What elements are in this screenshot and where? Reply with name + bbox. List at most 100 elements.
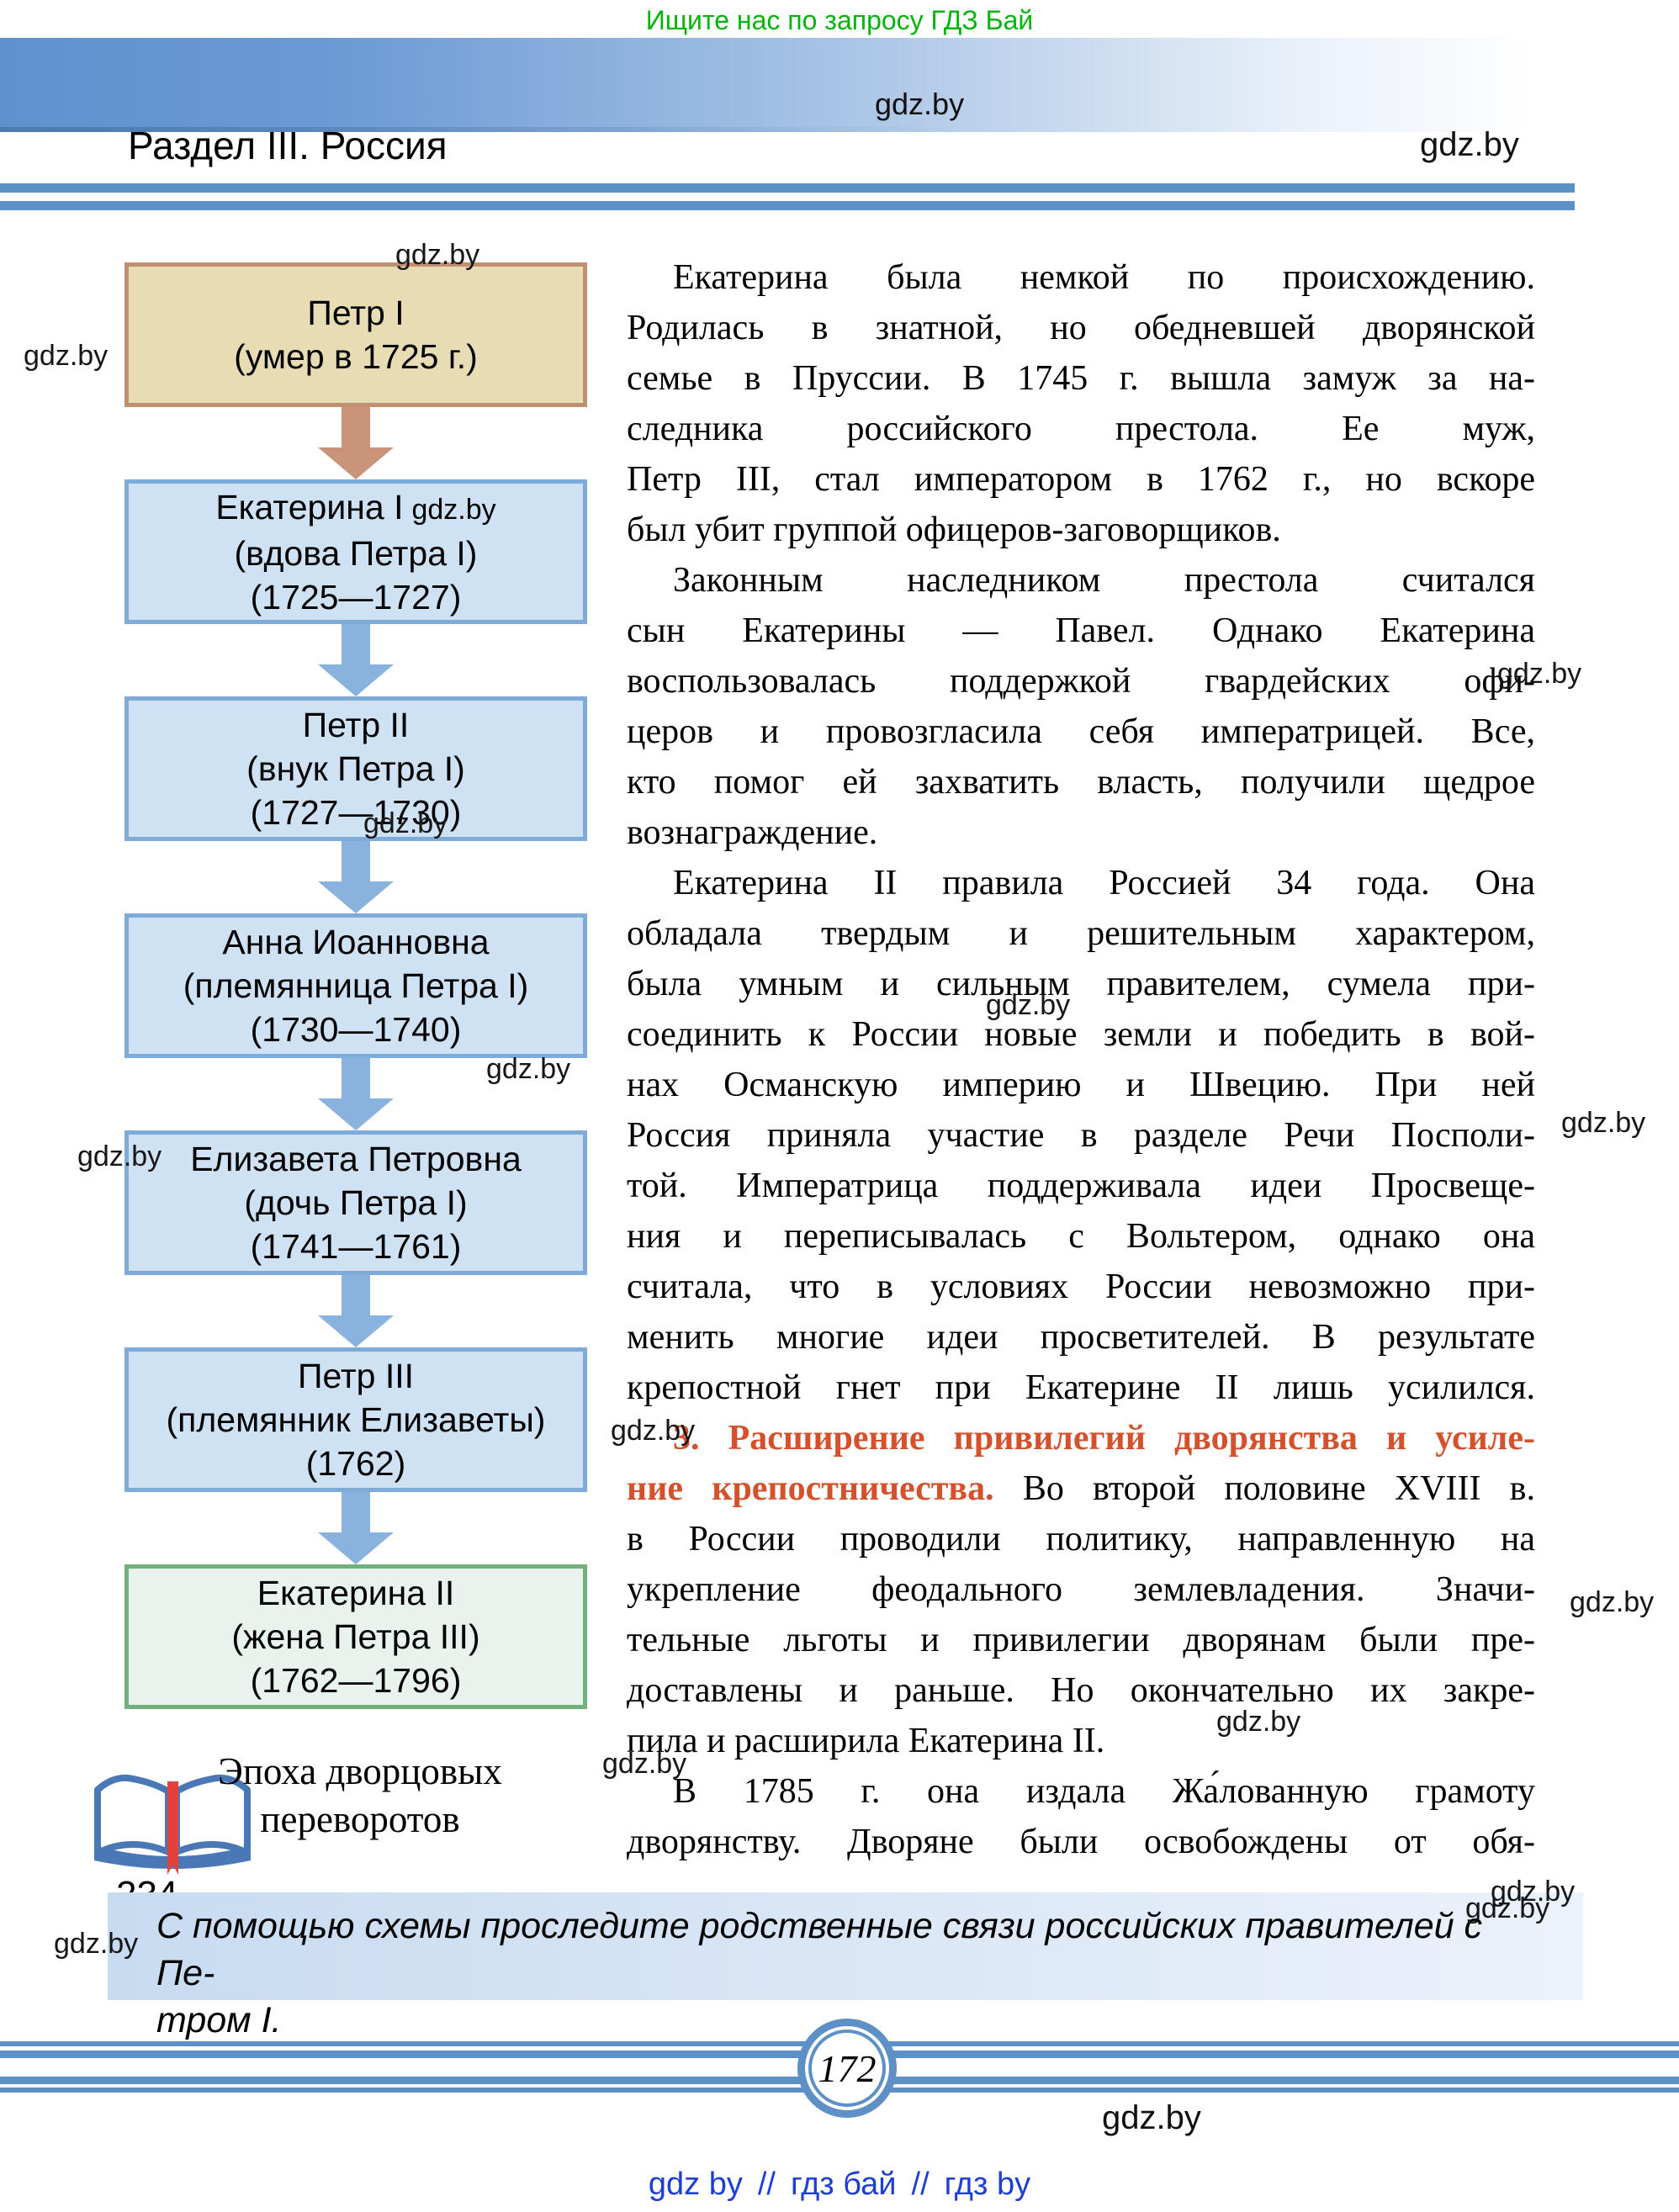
body-line: Россия приняла участие в разделе Речи По… [627, 1116, 1535, 1155]
flowchart-box-line: Елизавета Петровна [190, 1140, 522, 1178]
down-arrow-icon [318, 1492, 394, 1564]
body-line: кто помог ей захватить власть, получили … [627, 763, 1535, 802]
body-line: семье в Пруссии. В 1745 г. вышла замуж з… [627, 359, 1535, 398]
body-line: следника российского престола. Ее муж, [627, 410, 1535, 448]
down-arrow-icon [318, 1275, 394, 1347]
watermark: gdz.by [611, 1415, 696, 1447]
flowchart-box-line: (1741—1761) [250, 1227, 462, 1266]
body-line: сын Екатерины — Павел. Однако Екатерина [627, 611, 1535, 650]
body-line: Екатерина II правила Россией 34 года. Он… [673, 864, 1535, 902]
body-line: той. Императрица поддерживала идеи Просв… [627, 1167, 1535, 1205]
flowchart-box-line: (племянница Петра I) [183, 966, 529, 1005]
down-arrow-icon [318, 624, 394, 696]
watermark: gdz.by [1561, 1107, 1646, 1139]
body-line: была умным и сильным правителем, сумела … [627, 965, 1535, 1003]
flowchart-box-line: (дочь Петра I) [244, 1183, 468, 1222]
watermark: gdz.by [1102, 2099, 1201, 2136]
caption-line: Эпоха дворцовых [218, 1750, 502, 1792]
body-line: соединить к России новые земли и победит… [627, 1015, 1535, 1054]
flowchart-box-line: (умер в 1725 г.) [234, 337, 478, 376]
flowchart-box-line: Петр I [307, 294, 405, 332]
watermark: gdz.by [875, 87, 965, 121]
flowchart-box-line: Петр II [302, 706, 410, 744]
watermark: gdz.by [1216, 1706, 1301, 1738]
body-line: Родилась в знатной, но обедневшей дворян… [627, 309, 1535, 347]
body-line: доставлены и раньше. Но окончательно их … [627, 1671, 1535, 1710]
down-arrow-icon [318, 841, 394, 913]
header-gradient-bar: gdz.by [0, 38, 1533, 132]
body-line: Петр III, стал императором в 1762 г., но… [627, 460, 1535, 499]
watermark: gdz.by [1570, 1586, 1655, 1618]
body-line: ния и переписывалась с Вольтером, однако… [627, 1217, 1535, 1256]
body-line: обладала твердым и решительным характеро… [627, 914, 1535, 953]
flowchart-box-line: (1762) [305, 1444, 406, 1483]
body-line: укрепление феодального землевладения. Зн… [627, 1570, 1535, 1609]
flowchart-box-line: (1762—1796) [250, 1661, 462, 1700]
body-line: был убит группой офицеров-заговорщиков. [627, 511, 1281, 549]
subsection-heading: ние крепостничества. [627, 1469, 994, 1508]
body-line: считала, что в условиях России невозможн… [627, 1267, 1535, 1306]
flowchart-box: Петр I (умер в 1725 г.) [124, 262, 587, 407]
task-line: С помощью схемы проследите родственные с… [156, 1906, 1483, 1993]
caption-line: переворотов [260, 1798, 460, 1840]
page-number: 172 [808, 2029, 886, 2107]
body-line: нах Османскую империю и Швецию. При ней [627, 1066, 1535, 1104]
watermark: gdz.by [986, 989, 1071, 1021]
watermark: gdz.by [1491, 1876, 1576, 1908]
body-line: в России проводили политику, направленну… [627, 1520, 1535, 1558]
body-line: пила и расширила Екатерина II. [627, 1722, 1105, 1760]
promo-banner: Ищите нас по запросу ГДЗ Бай [645, 5, 1034, 35]
flowchart-box-line: Петр III [297, 1357, 415, 1395]
section-title: Раздел III. Россия [128, 124, 448, 167]
flowchart-box-line: (вдова Петра I) [234, 533, 478, 573]
watermark: gdz.by [486, 1053, 571, 1085]
watermark: gdz.by [1497, 658, 1582, 690]
flowchart-box: Петр II (внук Петра I) (1727—1730) [124, 696, 587, 841]
task-line: тром I. [156, 2000, 282, 2040]
watermark: gdz.by [1465, 1892, 1550, 1924]
down-arrow-icon [318, 1058, 394, 1130]
body-text: Екатерина была немкой по происхождению. Р… [627, 252, 1535, 1867]
body-line: вознаграждение. [627, 813, 878, 852]
body-line: воспользовалась поддержкой гвардейских о… [627, 662, 1535, 701]
down-arrow-icon [318, 407, 394, 479]
watermark: gdz.by [395, 239, 480, 271]
bar-bottom-shade [0, 127, 951, 132]
body-line-text: Во второй половине XVIII в. [993, 1469, 1536, 1508]
flowchart-box-line: (1727—1730) [250, 793, 462, 832]
footer-link[interactable]: gdz by [648, 2167, 743, 2202]
flowchart-box: Анна Иоанновна(племянница Петра I)(1730—… [124, 913, 587, 1058]
flowchart-box-line: (внук Петра I) [246, 749, 465, 788]
flowchart-box-line: Анна Иоанновна [222, 923, 490, 961]
body-line: Екатерина была немкой по происхождению. [673, 258, 1535, 297]
link-separator: // [757, 2167, 776, 2202]
task-box: С помощью схемы проследите родственные с… [108, 1892, 1583, 2040]
flowchart-box-line: Екатерина II [257, 1574, 455, 1612]
body-line: В 1785 г. она издала Жа́лованную грамоту [673, 1772, 1535, 1811]
header-rule-top [0, 183, 1575, 193]
flowchart-box: Екатерина II(жена Петра III)(1762—1796) [124, 1564, 587, 1709]
watermark: gdz.by [1420, 126, 1519, 163]
flowchart-box-line: (племянник Елизаветы) [166, 1400, 546, 1439]
flowchart-box-line: (1725—1727) [250, 577, 462, 617]
watermark: gdz.by [24, 340, 109, 372]
flowchart-caption: Эпоха дворцовых переворотов [200, 1748, 520, 1844]
watermark: gdz.by [363, 807, 448, 839]
watermark: gdz.by [77, 1140, 162, 1172]
body-line: Законным наследником престола считался [673, 561, 1535, 600]
subsection-heading: 3. Расширение привилегий дворянства и ус… [673, 1419, 1535, 1458]
footer-links: gdz by//гдз бай//гдз by [0, 2167, 1679, 2203]
open-book-icon [84, 1765, 261, 1882]
body-line: тельные льготы и привилегии дворянам был… [627, 1621, 1535, 1659]
footer-link[interactable]: гдз by [944, 2167, 1031, 2202]
page-number-circle: 172 [797, 2019, 897, 2118]
body-line: крепостной гнет при Екатерине II лишь ус… [627, 1368, 1535, 1407]
footer-link[interactable]: гдз бай [790, 2167, 897, 2202]
watermark: gdz.by [411, 493, 496, 526]
watermark: gdz.by [602, 1748, 687, 1780]
body-line: менить многие идеи просветителей. В резу… [627, 1318, 1535, 1357]
watermark: gdz.by [54, 1928, 139, 1960]
